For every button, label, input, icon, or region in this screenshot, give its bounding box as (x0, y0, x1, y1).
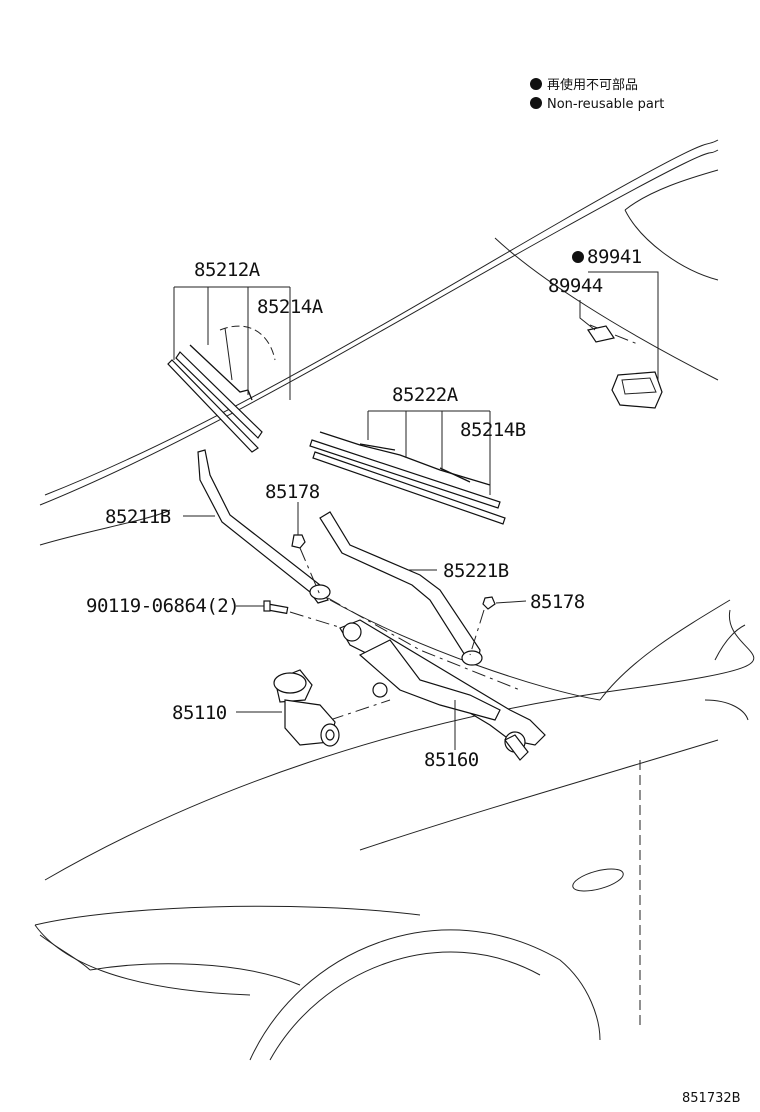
non-reusable-marker-icon (530, 97, 542, 109)
label-85214B: 85214B (460, 419, 526, 441)
car-body-outline (34, 139, 755, 1061)
leader-85222A (367, 410, 491, 495)
label-85110: 85110 (172, 702, 227, 724)
wiper-motor (273, 669, 340, 747)
non-reusable-marker-icon (530, 78, 542, 90)
bolt-90119 (263, 600, 289, 615)
label-85160: 85160 (424, 749, 479, 771)
right-wiper-blade (309, 431, 506, 525)
label-85178-right: 85178 (530, 591, 585, 613)
label-85178-top: 85178 (265, 481, 320, 503)
non-reusable-marker-icon (572, 251, 584, 263)
label-85214A: 85214A (257, 296, 324, 318)
label-85211B: 85211B (105, 506, 171, 528)
figure-number: 851732B (682, 1091, 741, 1106)
legend-label-en: Non-reusable part (547, 97, 664, 112)
nut-85178-left (291, 534, 306, 549)
wiper-link-assembly (339, 619, 546, 761)
label-90119: 90119-06864(2) (86, 595, 239, 617)
leader-89941-89944 (579, 271, 659, 380)
leader-85212A (173, 286, 291, 400)
left-wiper-arm (197, 449, 331, 604)
label-85222A: 85222A (392, 384, 459, 406)
label-89944: 89944 (548, 275, 603, 297)
nut-85178-right (482, 596, 496, 610)
right-wiper-arm (319, 511, 483, 666)
camera-cover-89941 (611, 371, 663, 409)
part-labels: 85212A 85214A 85222A 85214B 85178 85211B… (86, 246, 642, 771)
leaders (183, 502, 527, 713)
sticker-89944 (587, 325, 615, 343)
label-85221B: 85221B (443, 560, 509, 582)
label-89941: 89941 (587, 246, 642, 268)
label-85212A: 85212A (194, 259, 261, 281)
legend-label-jp: 再使用不可部品 (547, 77, 638, 93)
left-wiper-blade (167, 325, 276, 453)
legend: 再使用不可部品 Non-reusable part (530, 77, 664, 112)
